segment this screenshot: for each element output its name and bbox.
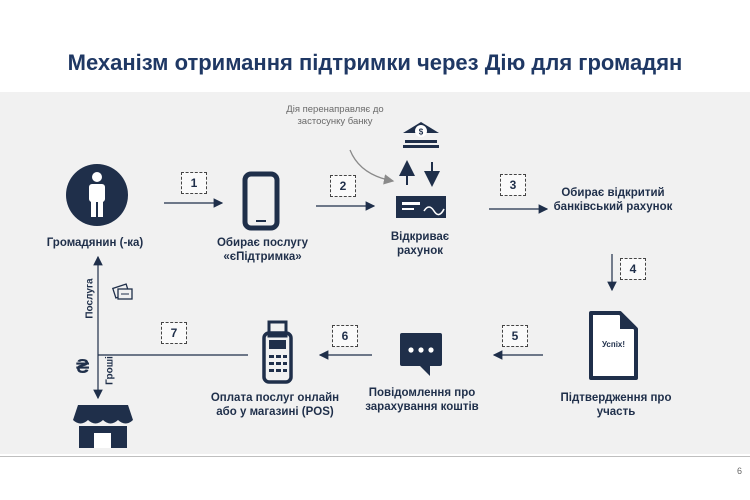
page-title: Механізм отримання підтримки через Дію д…	[67, 50, 683, 75]
hryvnia-icon: ₴	[76, 356, 90, 378]
note-curve-arrow	[349, 149, 395, 185]
bank-icon: $	[403, 122, 439, 148]
step-2-badge: 2	[330, 175, 356, 197]
shop-icon	[73, 405, 133, 448]
ticket-icon	[111, 283, 133, 300]
open-account-label: Відкриває рахунок	[390, 231, 450, 257]
page-number: 6	[736, 466, 742, 476]
confirmation-doc-text: Успіх!	[601, 340, 626, 349]
citizen-label: Громадянин (-ка)	[46, 237, 144, 249]
step-1-badge: 1	[181, 172, 207, 194]
step-7-badge: 7	[161, 322, 187, 344]
redirect-arrows-icon	[399, 160, 440, 187]
person-icon	[66, 164, 128, 226]
choose-service-label: Обирає послугу «єПідтримка»	[216, 237, 309, 263]
cheque-icon	[396, 196, 446, 218]
step-4-badge: 4	[620, 258, 646, 280]
footer-divider	[0, 456, 750, 457]
confirmation-label: Підтвердження про участь	[560, 392, 672, 418]
step-6-badge: 6	[332, 325, 358, 347]
step-5-badge: 5	[502, 325, 528, 347]
service-side-label: Послуга	[84, 278, 96, 319]
svg-text:$: $	[419, 128, 424, 137]
payment-label: Оплата послуг онлайн або у магазині (POS…	[210, 392, 340, 418]
step-3-badge: 3	[500, 174, 526, 196]
pos-terminal-icon	[262, 320, 293, 384]
redirect-note: Дія перенаправляє до застосунку банку	[286, 104, 384, 127]
choose-bank-account-label: Обирає відкритий банківський рахунок	[553, 187, 673, 213]
document-icon	[589, 311, 638, 380]
notification-label: Повідомлення про зарахування коштів	[365, 387, 479, 413]
smartphone-icon	[242, 171, 280, 231]
money-side-label: Гроші	[104, 356, 116, 385]
chat-bubble-icon	[400, 333, 442, 376]
